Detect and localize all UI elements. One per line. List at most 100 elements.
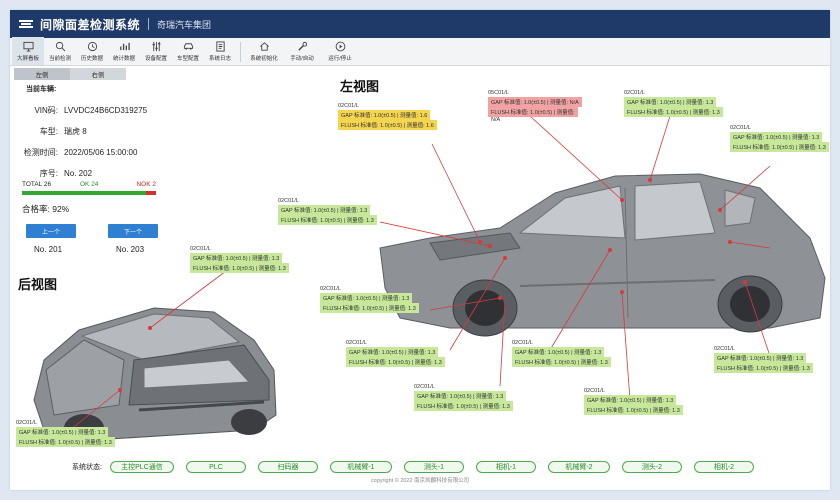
current-vehicle-title: 当前车辆: [26, 86, 57, 93]
measurement-callout[interactable]: 02C01/L GAP 标准值: 1.0(±0.5) | 测量值: 1.3 FL… [320, 286, 419, 313]
toolbar-device-config-button[interactable]: 设备配置 [140, 37, 172, 65]
app-window: 间隙面差检测系统 奇瑞汽车集团 大屏看板 当前检测 历史数据 统计数据 设备配置… [10, 10, 830, 490]
callout-gap: GAP 标准值: 1.0(±0.5) | 测量值: 1.3 [320, 293, 413, 303]
measurement-callout[interactable]: 02C01/L GAP 标准值: 1.0(±0.5) | 测量值: 1.3 FL… [512, 340, 611, 367]
pass-rate: 合格率: 92% [22, 204, 70, 214]
clock-icon [87, 41, 97, 51]
measurement-callout[interactable]: 02C01/L GAP 标准值: 1.0(±0.5) | 测量值: 1.6 FL… [338, 103, 437, 130]
prev-button[interactable]: 上一个 [26, 224, 76, 238]
toolbar-log-button[interactable]: 系统日志 [204, 37, 236, 65]
callout-gap: GAP 标准值: 1.0(±0.5) | 测量值: 1.6 [338, 110, 431, 120]
info-key: 序号: [39, 168, 58, 178]
callout-flush: FLUSH 标准值: 1.0(±0.5) | 测量值: 1.3 [346, 357, 445, 367]
measurement-callout-alert[interactable]: 05C01/L GAP 标准值: 1.0(±0.5) | 测量值: N/A FL… [488, 90, 582, 123]
callout-gap: GAP 标准值: 1.0(±0.5) | 测量值: 1.3 [584, 395, 677, 405]
callout-id: 02C01/L [338, 103, 359, 109]
status-pill-plc-comm[interactable]: 主控PLC通信 [109, 461, 174, 473]
callout-flush: FLUSH 标准值: 1.0(±0.5) | 测量值: 1.3 [730, 142, 829, 152]
home-icon [259, 41, 269, 51]
status-pill-probe-2[interactable]: 测头-2 [621, 461, 682, 473]
left-view-title: 左视图 [340, 79, 380, 94]
toolbar-label: 运行/停止 [328, 55, 352, 62]
next-number: No. 203 [116, 245, 145, 254]
status-label: 系统状态: [72, 464, 102, 471]
company-name: 奇瑞汽车集团 [157, 19, 212, 30]
log-icon [215, 40, 225, 52]
callout-flush: FLUSH 标准值: 1.0(±0.5) | 测量值: 1.3 [714, 363, 813, 373]
callout-gap: GAP 标准值: 1.0(±0.5) | 测量值: 1.3 [714, 353, 807, 363]
status-pill-probe-1[interactable]: 测头-1 [403, 461, 464, 473]
callout-gap: GAP 标准值: 1.0(±0.5) | 测量值: 1.3 [16, 427, 109, 437]
status-pill-camera-1[interactable]: 相机-1 [475, 461, 536, 473]
info-row-vin: VIN码:LVVDC24B6CD319275 [14, 102, 170, 118]
measurement-callout[interactable]: 02C01/L GAP 标准值: 1.0(±0.5) | 测量值: 1.3 FL… [584, 388, 683, 415]
monitor-icon [22, 41, 34, 52]
pass-ratio-fill [22, 191, 146, 195]
status-pill-robot-2[interactable]: 机械臂-2 [547, 461, 610, 473]
info-key: VIN码: [34, 105, 58, 115]
toolbar-current-button[interactable]: 当前检测 [44, 37, 76, 65]
status-pill-robot-1[interactable]: 机械臂-1 [329, 461, 392, 473]
callout-flush: FLUSH 标准值: 1.0(±0.5) | 测量值: 1.6 [338, 120, 437, 130]
callout-id: 02C01/L [16, 420, 37, 426]
info-value: 瑞虎 8 [64, 126, 87, 136]
measurement-callout[interactable]: 02C01/L GAP 标准值: 1.0(±0.5) | 测量值: 1.3 FL… [346, 340, 445, 367]
measurement-callout[interactable]: 02C01/L GAP 标准值: 1.0(±0.5) | 测量值: 1.3 FL… [278, 198, 377, 225]
toolbar-stats-button[interactable]: 统计数据 [108, 37, 140, 65]
tab-left[interactable]: 左侧 [14, 68, 70, 80]
callout-flush: FLUSH 标准值: 1.0(±0.5) | 测量值: 1.3 [512, 357, 611, 367]
toolbar-init-button[interactable]: 系统初始化 [245, 37, 283, 65]
toolbar-model-config-button[interactable]: 车型配置 [172, 37, 204, 65]
callout-id: 02C01/L [190, 246, 211, 252]
next-button[interactable]: 下一个 [108, 224, 158, 238]
ok-count: OK 24 [80, 181, 99, 188]
callout-flush: FLUSH 标准值: 1.0(±0.5) | 测量值: 1.3 [190, 263, 289, 273]
callout-id: 02C01/L [584, 388, 605, 394]
toolbar-history-button[interactable]: 历史数据 [76, 37, 108, 65]
tab-right[interactable]: 右侧 [70, 68, 126, 80]
callout-gap: GAP 标准值: 1.0(±0.5) | 测量值: N/A [488, 97, 582, 107]
measurement-callout[interactable]: 02C01/L GAP 标准值: 1.0(±0.5) | 测量值: 1.3 FL… [714, 346, 813, 373]
total-count: TOTAL 26 [22, 181, 52, 188]
play-icon [335, 41, 345, 51]
measurement-callout[interactable]: 02C01/L GAP 标准值: 1.0(±0.5) | 测量值: 1.3 FL… [16, 420, 115, 447]
measurement-callout[interactable]: 02C01/L GAP 标准值: 1.0(±0.5) | 测量值: 1.3 FL… [414, 384, 513, 411]
side-tabs: 左侧 右侧 [14, 68, 126, 80]
callout-flush: FLUSH 标准值: 1.0(±0.5) | 测量值: 1.3 [414, 401, 513, 411]
status-pill-scanner[interactable]: 扫码器 [257, 461, 318, 473]
toolbar-manual-auto-button[interactable]: 手动/自动 [283, 37, 321, 65]
callout-flush: FLUSH 标准值: 1.0(±0.5) | 测量值: 1.3 [584, 405, 683, 415]
callout-gap: GAP 标准值: 1.0(±0.5) | 测量值: 1.3 [346, 347, 439, 357]
toolbar-label: 设备配置 [144, 55, 167, 62]
status-pill-camera-2[interactable]: 相机-2 [693, 461, 754, 473]
app-title: 间隙面差检测系统 [40, 17, 141, 32]
sliders-icon [152, 41, 160, 51]
callout-id: 02C01/L [320, 286, 341, 292]
rear-view-title: 后视图 [18, 277, 58, 292]
callout-gap: GAP 标准值: 1.0(±0.5) | 测量值: 1.3 [624, 97, 717, 107]
callout-id: 02C01/L [346, 340, 367, 346]
callout-flush: FLUSH 标准值: 1.0(±0.5) | 测量值: [488, 107, 578, 117]
measurement-callout[interactable]: 02C01/L GAP 标准值: 1.0(±0.5) | 测量值: 1.3 FL… [730, 125, 829, 152]
callout-id: 02C01/L [512, 340, 533, 346]
info-value: No. 202 [64, 168, 93, 178]
toolbar-label: 系统初始化 [250, 55, 278, 62]
callout-gap: GAP 标准值: 1.0(±0.5) | 测量值: 1.3 [190, 253, 283, 263]
callout-flush: FLUSH 标准值: 1.0(±0.5) | 测量值: 1.3 [320, 303, 419, 313]
info-value: 2022/05/06 15:00:00 [64, 147, 138, 157]
callout-id: 02C01/L [278, 198, 299, 204]
toolbar-label: 大屏看板 [16, 55, 39, 62]
callout-gap: GAP 标准值: 1.0(±0.5) | 测量值: 1.3 [278, 205, 371, 215]
measurement-callout[interactable]: 02C01/L GAP 标准值: 1.0(±0.5) | 测量值: 1.3 FL… [624, 90, 723, 117]
callout-extra: N/A [491, 117, 501, 123]
measurement-callout[interactable]: 02C01/L GAP 标准值: 1.0(±0.5) | 测量值: 1.3 FL… [190, 246, 289, 273]
status-pill-plc[interactable]: PLC [185, 461, 246, 473]
search-icon [55, 41, 65, 51]
toolbar-dashboard-button[interactable]: 大屏看板 [12, 37, 44, 65]
toolbar-label: 历史数据 [80, 55, 103, 62]
toolbar-divider [240, 41, 241, 62]
callout-id: 02C01/L [414, 384, 435, 390]
toolbar-label: 车型配置 [176, 55, 199, 62]
callout-gap: GAP 标准值: 1.0(±0.5) | 测量值: 1.3 [414, 391, 507, 401]
toolbar-run-stop-button[interactable]: 运行/停止 [321, 37, 359, 65]
